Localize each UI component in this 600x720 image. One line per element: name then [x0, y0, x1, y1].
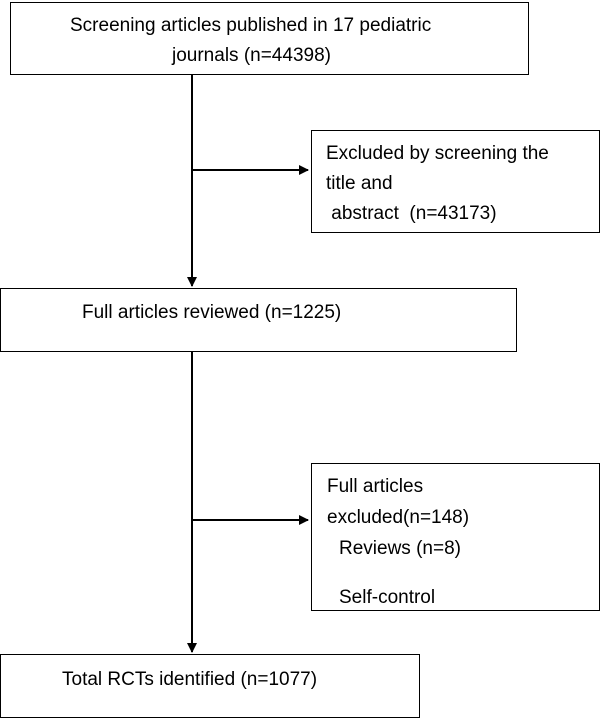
full-excluded-line2: excluded(n=148) — [327, 507, 470, 528]
full-reviewed-box — [0, 288, 517, 352]
full-excluded-self-control: Self-control — [339, 587, 436, 608]
full-reviewed-label: Full articles reviewed (n=1225) — [82, 302, 342, 323]
excluded-title-line2: title and — [326, 173, 393, 194]
total-rcts-box — [0, 654, 420, 718]
full-excluded-reviews: Reviews (n=8) — [339, 538, 461, 559]
screening-box — [10, 2, 529, 75]
screening-line2: journals (n=44398) — [172, 45, 331, 66]
screening-line1: Screening articles published in 17 pedia… — [70, 15, 432, 36]
excluded-title-line3: abstract (n=43173) — [326, 203, 497, 224]
full-excluded-line1: Full articles — [327, 476, 424, 497]
total-rcts-label: Total RCTs identified (n=1077) — [62, 669, 318, 690]
excluded-title-abstract-box — [311, 130, 600, 233]
excluded-title-line1: Excluded by screening the — [326, 143, 549, 164]
full-excluded-box — [311, 463, 600, 611]
